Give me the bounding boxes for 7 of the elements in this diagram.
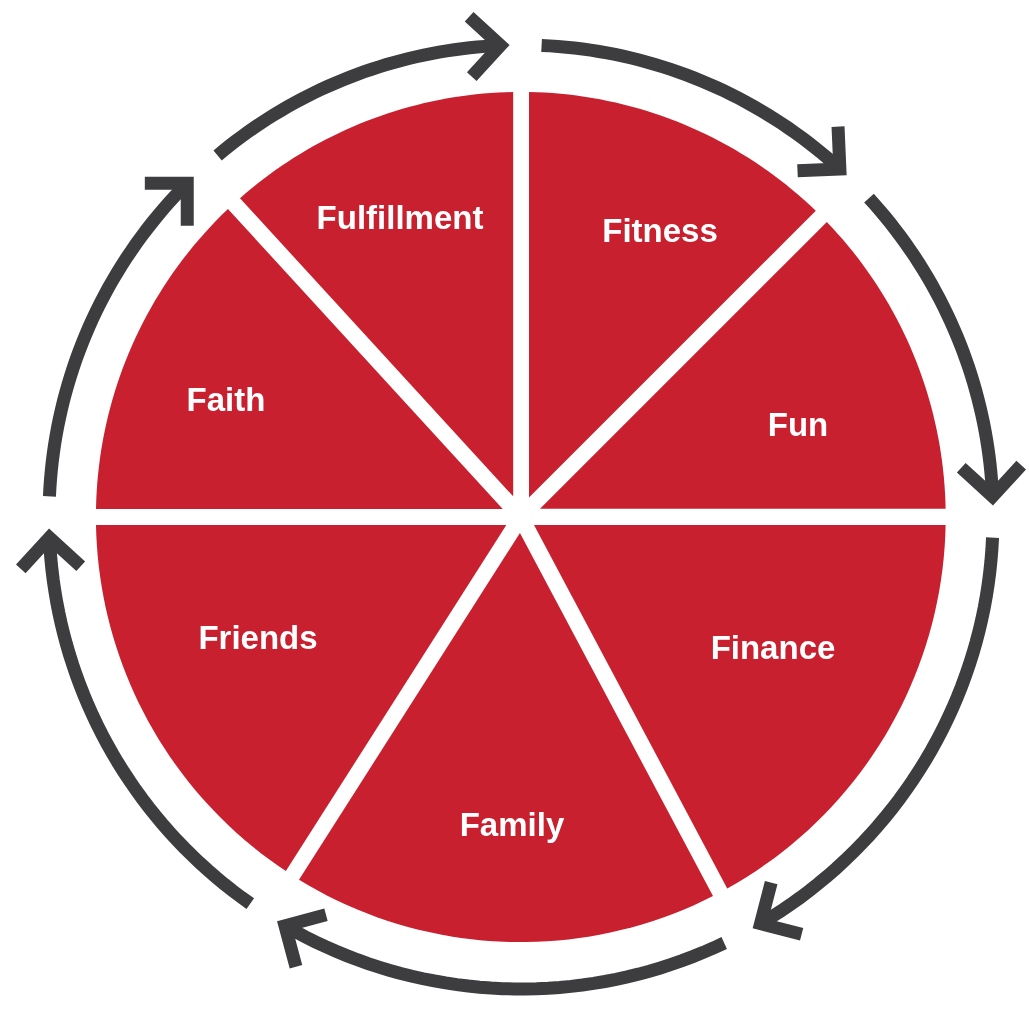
- slice-label: Family: [459, 806, 565, 844]
- slice-label: Faith: [186, 381, 266, 419]
- slice-label: Fun: [767, 406, 829, 444]
- slice-label: Fulfillment: [316, 199, 484, 237]
- slice-label: Fitness: [602, 212, 718, 250]
- slice-label: Finance: [710, 629, 836, 667]
- slice-label: Friends: [198, 619, 318, 657]
